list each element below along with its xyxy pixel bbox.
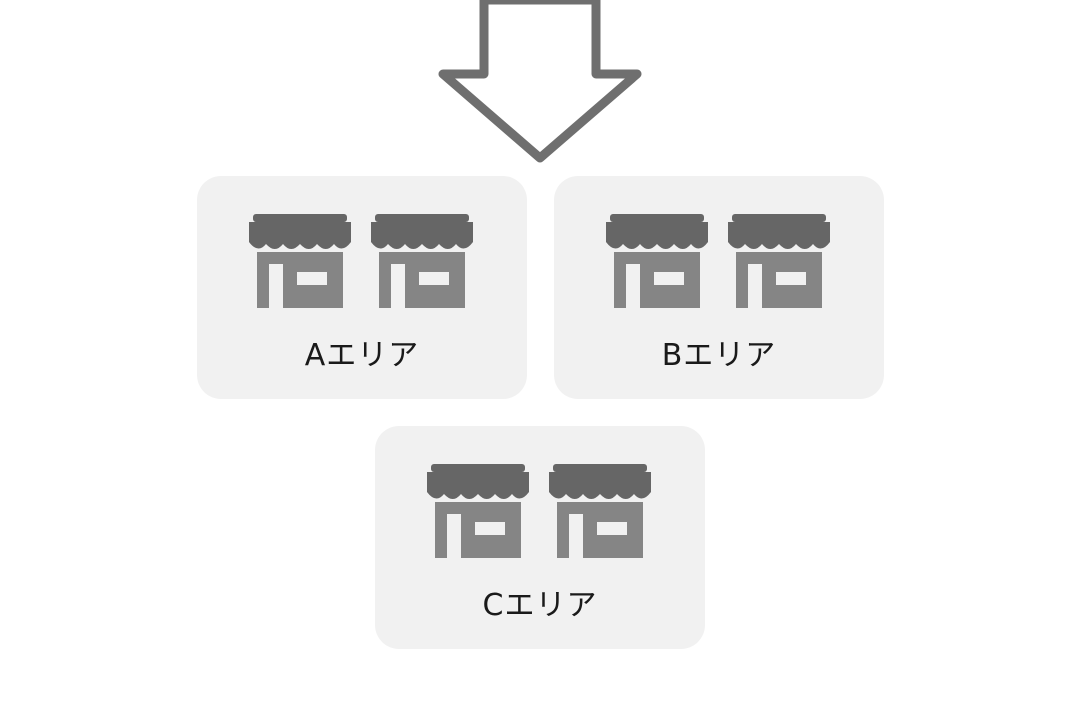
shop-icon xyxy=(728,214,830,310)
shop-icon xyxy=(249,214,351,310)
area-a-box: Aエリア xyxy=(197,176,527,399)
shop-icons xyxy=(606,214,830,310)
shop-icon xyxy=(549,464,651,560)
area-b-box: Bエリア xyxy=(554,176,884,399)
shop-icon xyxy=(606,214,708,310)
shop-icons xyxy=(249,214,473,310)
shop-icon xyxy=(427,464,529,560)
area-c-label: Cエリア xyxy=(482,588,598,623)
area-a-label: Aエリア xyxy=(304,338,420,373)
shop-icons xyxy=(427,464,651,560)
area-b-label: Bエリア xyxy=(661,338,777,373)
down-arrow-icon xyxy=(438,0,642,163)
area-c-box: Cエリア xyxy=(375,426,705,649)
shop-icon xyxy=(371,214,473,310)
